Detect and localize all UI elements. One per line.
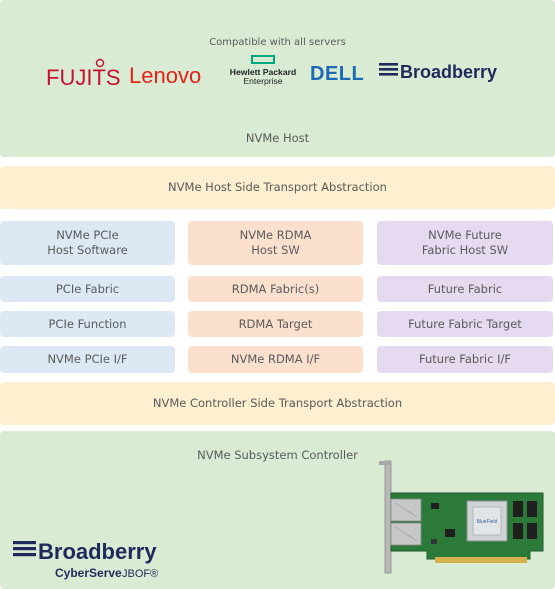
pcie-function-box: PCIe Function — [0, 311, 175, 337]
nvme-subsystem-panel: NVMe Subsystem Controller Broadberry Cyb… — [0, 431, 555, 589]
nvme-pcie-if-box: NVMe PCIe I/F — [0, 346, 175, 373]
nvme-rdma-host-sw-label: NVMe RDMA Host SW — [239, 228, 312, 257]
pcie-fabric-box: PCIe Fabric — [0, 276, 175, 302]
nvme-pcie-host-software-label: NVMe PCIe Host Software — [47, 228, 128, 257]
future-fabric-label: Future Fabric — [427, 281, 503, 296]
compatible-caption: Compatible with all servers — [209, 37, 346, 48]
fujitsu-logo-text: FUJITSU — [46, 65, 122, 90]
lenovo-logo: Lenovo — [129, 63, 201, 88]
host-side-transport-band: NVMe Host Side Transport Abstraction — [0, 166, 555, 209]
pcie-fabric-label: PCIe Fabric — [55, 281, 120, 296]
network-card-image: BlueField — [379, 460, 544, 574]
nvme-host-label: NVMe Host — [245, 131, 310, 145]
future-fabric-box: Future Fabric — [377, 276, 553, 302]
jbof-suffix-text: JBOF® — [122, 568, 158, 580]
host-side-transport-label: NVMe Host Side Transport Abstraction — [168, 180, 387, 194]
controller-side-transport-label: NVMe Controller Side Transport Abstracti… — [152, 396, 403, 410]
future-fabric-target-box: Future Fabric Target — [377, 311, 553, 337]
broadberry-logo: Broadberry — [379, 62, 497, 82]
future-fabric-if-label: Future Fabric I/F — [419, 352, 511, 366]
future-fabric-target-label: Future Fabric Target — [408, 316, 522, 331]
broadberry-cyberserve-logo: Broadberry CyberServe JBOF® — [13, 539, 158, 580]
hpe-logo-line1: Hewlett Packard — [230, 67, 296, 77]
nvme-host-panel: Compatible with all servers FUJITSU Leno… — [0, 0, 555, 157]
dell-logo-text: DELL — [310, 63, 364, 85]
nvme-rdma-if-label: NVMe RDMA I/F — [230, 352, 321, 366]
hpe-logo: Hewlett Packard Enterprise — [230, 55, 296, 86]
nvme-future-fabric-host-sw-box: NVMe Future Fabric Host SW — [377, 221, 553, 265]
broadberry-logo-text: Broadberry — [400, 62, 497, 82]
lenovo-logo-text: Lenovo — [129, 63, 201, 88]
nvme-future-fabric-host-sw-label: NVMe Future Fabric Host SW — [421, 228, 509, 257]
bluefield-chip-label: BlueField — [477, 519, 498, 525]
nvme-pcie-if-label: NVMe PCIe I/F — [47, 352, 128, 366]
pcie-function-label: PCIe Function — [48, 316, 127, 331]
rdma-fabric-box: RDMA Fabric(s) — [188, 276, 363, 302]
fujitsu-logo: FUJITSU — [46, 58, 122, 90]
nvme-subsystem-label: NVMe Subsystem Controller — [197, 448, 358, 462]
rdma-target-label: RDMA Target — [238, 316, 313, 331]
rdma-fabric-label: RDMA Fabric(s) — [231, 281, 320, 296]
future-fabric-if-box: Future Fabric I/F — [377, 346, 553, 373]
nvme-rdma-if-box: NVMe RDMA I/F — [188, 346, 363, 373]
controller-side-transport-band: NVMe Controller Side Transport Abstracti… — [0, 382, 555, 425]
hpe-logo-line2: Enterprise — [243, 76, 282, 86]
rdma-target-box: RDMA Target — [188, 311, 363, 337]
nvme-pcie-host-software-box: NVMe PCIe Host Software — [0, 221, 175, 265]
nvme-rdma-host-sw-box: NVMe RDMA Host SW — [188, 221, 363, 265]
broadberry-brand-text: Broadberry — [38, 539, 157, 564]
cyberserve-product-text: CyberServe — [55, 566, 122, 580]
dell-logo: DELL — [310, 63, 364, 85]
